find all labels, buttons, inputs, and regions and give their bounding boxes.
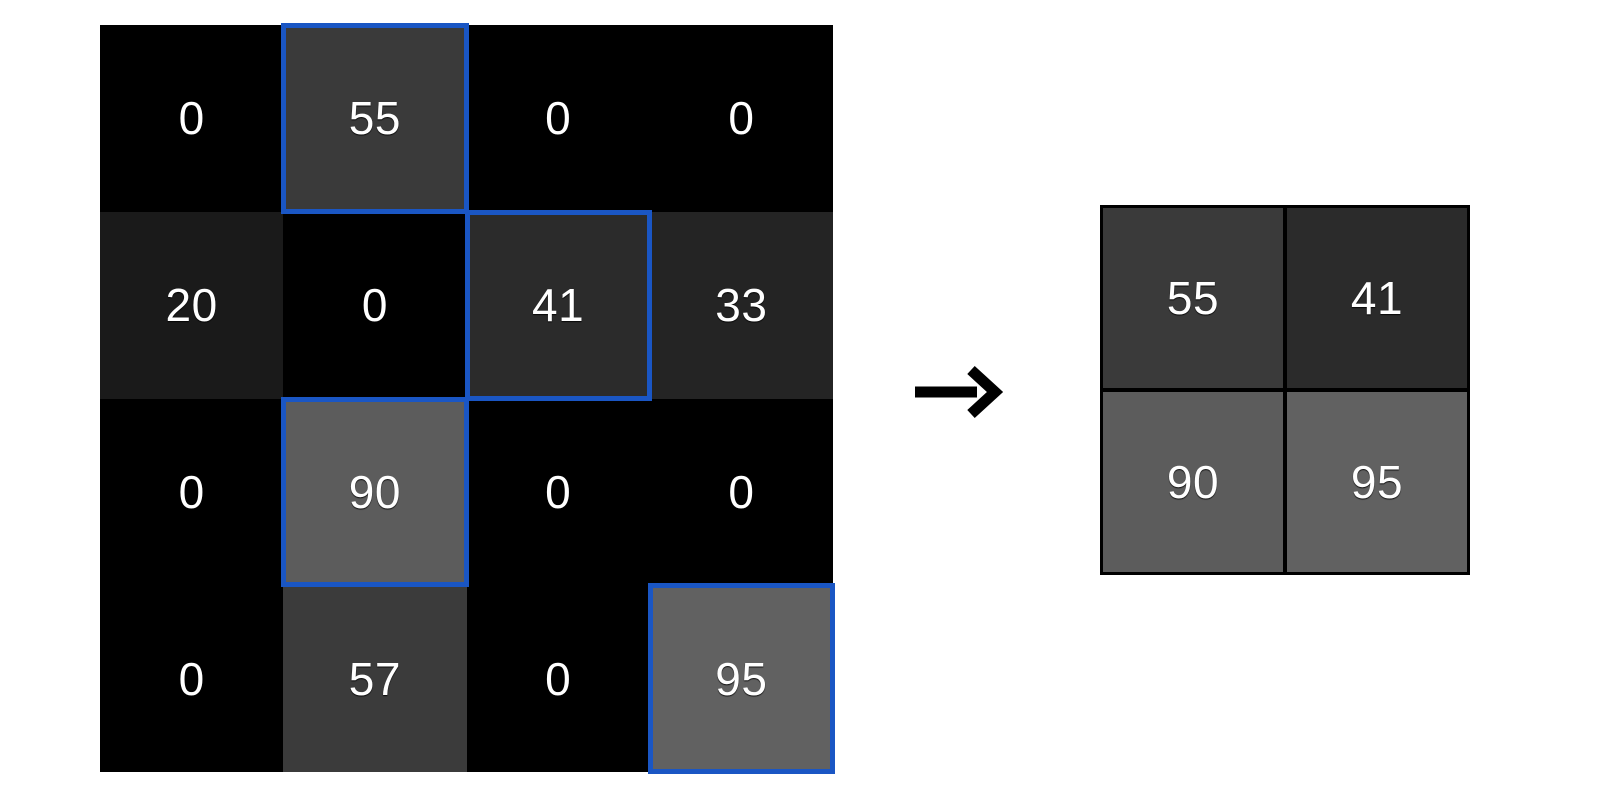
- source-cell-r1c0[interactable]: 20: [100, 211, 284, 399]
- result-cell-r1c1[interactable]: 95: [1287, 392, 1467, 572]
- cell-value: 20: [165, 279, 218, 332]
- cell-value: 57: [348, 652, 401, 705]
- cell-value: 0: [545, 92, 572, 145]
- cell-value: 0: [178, 465, 205, 518]
- cell-value: 33: [715, 279, 768, 332]
- result-matrix: 55 41 90 95: [1100, 205, 1470, 575]
- cell-value: 90: [348, 465, 401, 518]
- cell-value: 55: [348, 92, 401, 145]
- right-arrow-icon: [906, 355, 1010, 429]
- source-cell-r0c3[interactable]: 0: [649, 25, 833, 212]
- source-cell-r0c1[interactable]: 55: [281, 23, 469, 214]
- source-cell-r2c1[interactable]: 90: [281, 396, 469, 587]
- result-cell-r0c0[interactable]: 55: [1103, 208, 1283, 388]
- cell-value: 0: [178, 652, 205, 705]
- source-cell-r3c3[interactable]: 95: [647, 583, 836, 774]
- source-cell-r0c2[interactable]: 0: [466, 25, 650, 212]
- cell-value: 95: [1350, 456, 1404, 508]
- cell-value: 95: [715, 652, 768, 705]
- cell-value: 0: [545, 652, 572, 705]
- cell-value: 0: [728, 465, 755, 518]
- result-cell-r1c0[interactable]: 90: [1103, 392, 1283, 572]
- source-cell-r3c2[interactable]: 0: [466, 585, 650, 772]
- source-matrix: 0 55 0 0 20 0 41 33 0 90 0 0 0 57 0 95: [100, 23, 836, 774]
- source-cell-r2c0[interactable]: 0: [100, 398, 284, 586]
- source-cell-r1c1[interactable]: 0: [283, 211, 467, 399]
- cell-value: 0: [728, 92, 755, 145]
- source-cell-r1c3[interactable]: 33: [649, 211, 833, 399]
- cell-value: 41: [1350, 272, 1404, 324]
- source-cell-r0c0[interactable]: 0: [100, 25, 284, 212]
- cell-value: 0: [178, 92, 205, 145]
- source-cell-r1c2[interactable]: 41: [464, 209, 653, 401]
- cell-value: 90: [1166, 456, 1220, 508]
- source-cell-r2c3[interactable]: 0: [649, 398, 833, 586]
- source-cell-r2c2[interactable]: 0: [466, 398, 650, 586]
- cell-value: 55: [1166, 272, 1220, 324]
- source-cell-r3c0[interactable]: 0: [100, 585, 284, 772]
- source-cell-r3c1[interactable]: 57: [283, 585, 467, 772]
- cell-value: 41: [532, 279, 585, 332]
- cell-value: 0: [361, 279, 388, 332]
- result-cell-r0c1[interactable]: 41: [1287, 208, 1467, 388]
- cell-value: 0: [545, 465, 572, 518]
